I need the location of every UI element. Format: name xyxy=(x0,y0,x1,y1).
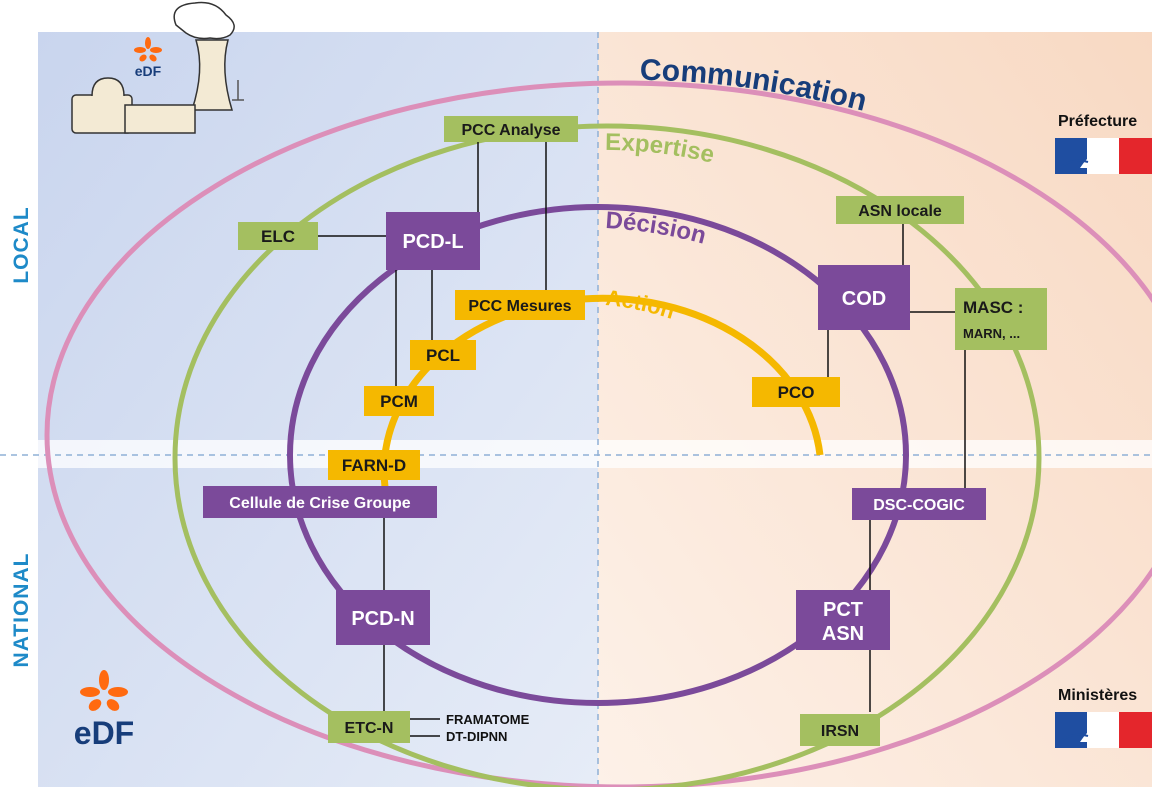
svg-text:IRSN: IRSN xyxy=(821,723,859,740)
framatome-label: FRAMATOME xyxy=(446,712,530,727)
marianne-logo-ministeres-icon xyxy=(1055,712,1152,748)
node-asn-locale: ASN locale xyxy=(836,196,964,224)
background-local xyxy=(38,32,598,787)
svg-text:PCL: PCL xyxy=(426,346,460,365)
node-irsn: IRSN xyxy=(800,714,880,746)
node-cod: COD xyxy=(818,265,910,330)
node-pcm: PCM xyxy=(364,386,434,416)
node-pcd-l: PCD-L xyxy=(386,212,480,270)
node-etc-n: ETC-N xyxy=(328,711,410,743)
connector-lines xyxy=(318,140,966,737)
svg-text:FARN-D: FARN-D xyxy=(342,456,406,475)
node-pcl: PCL xyxy=(410,340,476,370)
svg-text:Cellule de Crise Groupe: Cellule de Crise Groupe xyxy=(229,495,410,512)
svg-text:PCT: PCT xyxy=(823,599,863,621)
edf-logo-bottom-icon: eDF xyxy=(74,670,134,751)
national-label: NATIONAL xyxy=(10,553,33,668)
node-pco: PCO xyxy=(752,377,840,407)
dt-dipnn-label: DT-DIPNN xyxy=(446,729,507,744)
node-farn-d: FARN-D xyxy=(328,450,420,480)
node-masc: MASC : MARN, ... xyxy=(955,288,1047,350)
communication-ring xyxy=(44,80,1152,787)
svg-text:PCC Analyse: PCC Analyse xyxy=(462,122,561,139)
expertise-ring xyxy=(172,123,1042,787)
background-top-strip xyxy=(0,0,1152,32)
node-pcd-n: PCD-N xyxy=(336,590,430,645)
svg-text:MARN, ...: MARN, ... xyxy=(963,326,1020,341)
svg-text:ETC-N: ETC-N xyxy=(345,720,394,737)
node-elc: ELC xyxy=(238,222,318,250)
marianne-logo-prefecture-icon xyxy=(1055,138,1152,174)
svg-text:DSC-COGIC: DSC-COGIC xyxy=(873,497,965,514)
local-label: LOCAL xyxy=(10,206,33,283)
svg-text:MASC :: MASC : xyxy=(963,298,1023,317)
decision-ring xyxy=(287,204,909,706)
svg-text:ELC: ELC xyxy=(261,227,295,246)
ministeres-label: Ministères xyxy=(1058,687,1137,704)
node-pcc-analyse: PCC Analyse xyxy=(444,116,578,142)
node-pcc-mesures: PCC Mesures xyxy=(455,290,585,320)
svg-text:PCC Mesures: PCC Mesures xyxy=(468,298,571,315)
node-cellule-crise: Cellule de Crise Groupe xyxy=(203,486,437,518)
background-left-strip xyxy=(0,0,38,787)
node-dsc-cogic: DSC-COGIC xyxy=(852,488,986,520)
svg-text:PCD-L: PCD-L xyxy=(402,231,463,253)
svg-text:PCD-N: PCD-N xyxy=(351,608,414,630)
edf-logo-top-icon: eDF xyxy=(134,37,162,79)
svg-text:ASN: ASN xyxy=(822,623,864,645)
svg-text:ASN locale: ASN locale xyxy=(858,203,942,220)
svg-text:PCM: PCM xyxy=(380,392,418,411)
svg-text:COD: COD xyxy=(842,288,886,310)
prefecture-label: Préfecture xyxy=(1058,113,1137,130)
power-plant-illustration-icon xyxy=(71,1,244,134)
svg-text:PCO: PCO xyxy=(778,383,815,402)
svg-text:eDF: eDF xyxy=(74,715,134,751)
separator-band xyxy=(38,440,1152,468)
node-pct-asn: PCT ASN xyxy=(796,590,890,650)
svg-text:eDF: eDF xyxy=(135,63,162,79)
